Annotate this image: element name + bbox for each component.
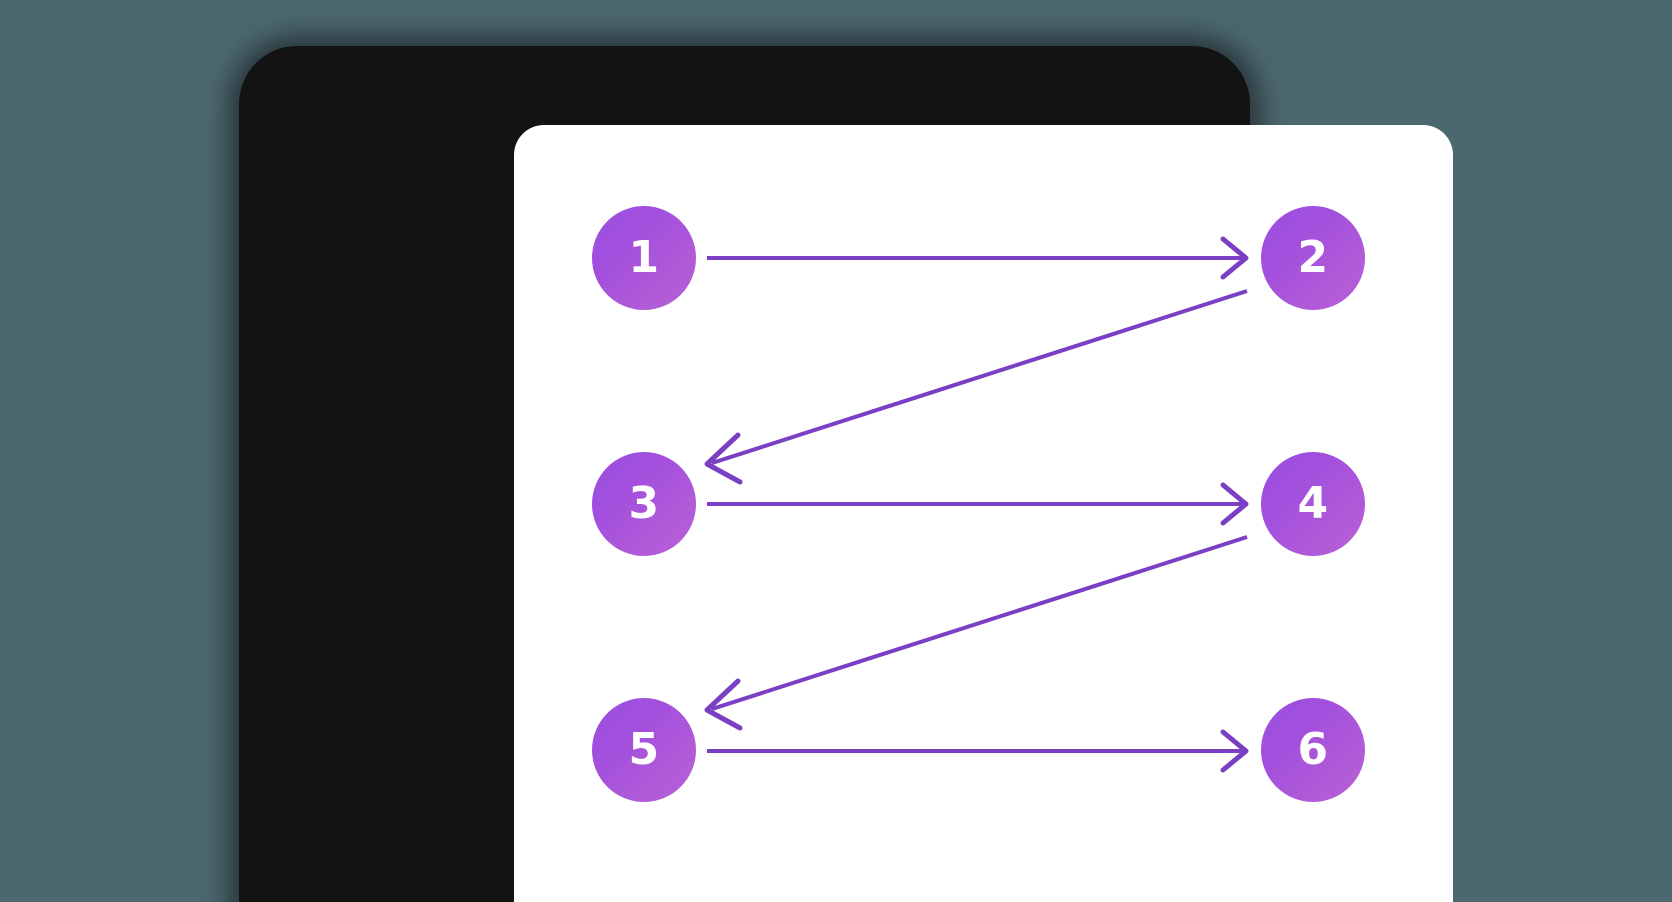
node-2-label: 2: [1297, 232, 1329, 283]
node-2[interactable]: 2: [1261, 206, 1365, 310]
edge-5-to-6-arrowhead-icon: [1220, 729, 1249, 773]
edge-4-to-5-line: [711, 535, 1248, 711]
edge-1-to-2-arrowhead-icon: [1220, 236, 1249, 280]
edge-4-to-5-arrowhead-icon: [704, 678, 743, 731]
node-1[interactable]: 1: [592, 206, 696, 310]
node-4[interactable]: 4: [1261, 452, 1365, 556]
edge-1-to-2: [707, 236, 1249, 280]
edge-2-to-3: [704, 289, 1248, 485]
device-screen: 1 2 3 4 5 6: [514, 125, 1453, 902]
node-3[interactable]: 3: [592, 452, 696, 556]
device-frame: 1 2 3 4 5 6: [239, 46, 1453, 902]
edge-5-to-6: [707, 729, 1249, 773]
edge-3-to-4: [707, 482, 1249, 526]
edge-3-to-4-arrowhead-icon: [1220, 482, 1249, 526]
node-1-label: 1: [628, 232, 660, 283]
diagram-canvas: 1 2 3 4 5 6: [514, 125, 1453, 902]
edge-2-to-3-line: [711, 289, 1248, 465]
node-5-label: 5: [628, 724, 660, 775]
node-6[interactable]: 6: [1261, 698, 1365, 802]
node-6-label: 6: [1297, 724, 1329, 775]
node-4-label: 4: [1297, 478, 1329, 529]
edge-4-to-5: [704, 535, 1248, 731]
edge-2-to-3-arrowhead-icon: [704, 432, 743, 485]
node-5[interactable]: 5: [592, 698, 696, 802]
node-3-label: 3: [628, 478, 660, 529]
